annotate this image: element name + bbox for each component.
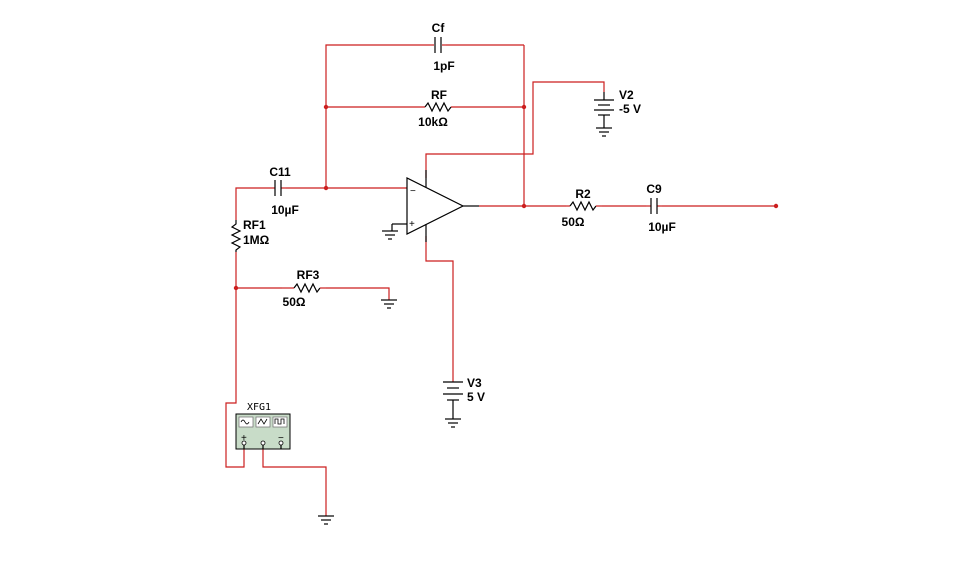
junction-dot bbox=[323, 185, 329, 191]
wire-xfg1-common[interactable] bbox=[262, 449, 327, 516]
wire-v2-supply[interactable] bbox=[425, 81, 605, 178]
rf1-value-label: 1MΩ bbox=[243, 233, 270, 247]
c11-name-label: C11 bbox=[269, 165, 291, 179]
cf-name-label: Cf bbox=[432, 21, 446, 35]
junction-dot bbox=[233, 285, 239, 291]
square-wave-button[interactable] bbox=[272, 416, 288, 428]
v3-name-label: V3 bbox=[467, 376, 482, 390]
square-wave-icon bbox=[274, 418, 285, 425]
xfg1-plus-terminal-label: + bbox=[241, 433, 247, 444]
ground-symbol bbox=[381, 299, 397, 309]
resistor-zigzag bbox=[293, 282, 321, 294]
junctions bbox=[233, 104, 779, 291]
xfg1-minus-terminal[interactable] bbox=[278, 440, 284, 446]
capacitor-c11[interactable]: C11 10µF bbox=[269, 165, 298, 217]
sine-wave-icon bbox=[240, 419, 250, 425]
xfg1-minus-terminal-label: − bbox=[278, 433, 284, 444]
ground-symbol bbox=[318, 515, 334, 525]
xfg1-name-label: XFG1 bbox=[247, 402, 271, 413]
op-amp-inverting-sign: − bbox=[410, 186, 416, 197]
rf-name-label: RF bbox=[431, 88, 447, 102]
triangle-wave-icon bbox=[257, 418, 268, 425]
xfg1-common-terminal[interactable] bbox=[260, 440, 266, 446]
capacitor-cf[interactable]: Cf 1pF bbox=[430, 21, 455, 73]
resistor-r2[interactable]: R2 50Ω bbox=[562, 187, 602, 229]
wire-feedback-left[interactable] bbox=[325, 44, 430, 187]
resistor-zigzag bbox=[569, 200, 597, 212]
rf3-value-label: 50Ω bbox=[283, 295, 306, 309]
c9-name-label: C9 bbox=[646, 182, 662, 196]
r2-value-label: 50Ω bbox=[562, 215, 585, 229]
dc-source-v2[interactable]: V2 -5 V bbox=[594, 88, 641, 137]
output-terminal-dot[interactable] bbox=[773, 203, 779, 209]
junction-dot bbox=[521, 203, 527, 209]
xfg1-plus-terminal[interactable] bbox=[241, 440, 247, 446]
v2-value-label: -5 V bbox=[619, 102, 641, 116]
resistor-rf[interactable]: RF 10kΩ bbox=[418, 88, 452, 129]
junction-dot bbox=[323, 104, 329, 110]
wire-v3-supply[interactable] bbox=[425, 236, 454, 382]
cf-value-label: 1pF bbox=[433, 59, 454, 73]
resistor-zigzag bbox=[230, 220, 242, 252]
wire-rf3-to-ground[interactable] bbox=[326, 287, 390, 300]
sine-wave-button[interactable] bbox=[238, 416, 254, 428]
c11-value-label: 10µF bbox=[271, 203, 299, 217]
rf-value-label: 10kΩ bbox=[418, 115, 448, 129]
resistor-rf3[interactable]: RF3 50Ω bbox=[282, 268, 326, 309]
op-amp[interactable]: − + bbox=[391, 170, 479, 242]
dc-source-v3[interactable]: V3 5 V bbox=[443, 376, 485, 428]
function-generator-xfg1[interactable]: XFG1 + − bbox=[235, 402, 291, 450]
resistor-rf1[interactable]: RF1 1MΩ bbox=[230, 218, 270, 252]
c9-value-label: 10µF bbox=[648, 220, 676, 234]
op-amp-triangle bbox=[406, 177, 465, 235]
r2-name-label: R2 bbox=[575, 187, 591, 201]
wires bbox=[225, 44, 776, 516]
v3-value-label: 5 V bbox=[467, 390, 485, 404]
junction-dot bbox=[521, 104, 527, 110]
ground-symbol bbox=[382, 230, 398, 240]
op-amp-noninverting-sign: + bbox=[409, 219, 415, 230]
wire-to-xfg1-plus[interactable] bbox=[225, 288, 245, 468]
rf1-name-label: RF1 bbox=[243, 218, 266, 232]
rf3-name-label: RF3 bbox=[297, 268, 320, 282]
wire-input-left[interactable] bbox=[235, 187, 270, 220]
resistor-zigzag bbox=[424, 101, 452, 113]
v2-name-label: V2 bbox=[619, 88, 634, 102]
capacitor-c9[interactable]: C9 10µF bbox=[646, 182, 676, 234]
